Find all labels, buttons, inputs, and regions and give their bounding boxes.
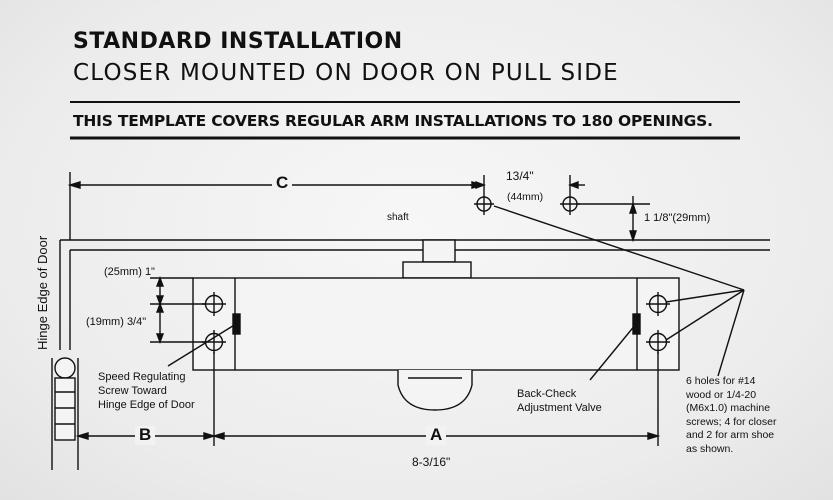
closer-body [192,277,680,371]
dim-b-label: B [135,425,156,445]
holes-leader-1 [493,205,745,291]
holes-leader-4 [717,289,745,377]
dim-hole-spacing: (19mm) 3/4" [86,316,147,328]
dim-b-arrow-left [75,432,89,440]
backcheck-valve [632,313,641,335]
closer-shaft [422,239,456,263]
hinge-barrel [54,377,76,441]
speed-valve [232,313,241,335]
dim-a-arrow-right [647,432,661,440]
dim-top-spacing-mm: (44mm) [507,191,544,203]
dim-body-height: (25mm) 1" [104,266,155,278]
page-subtitle: CLOSER MOUNTED ON DOOR ON PULL SIDE [73,60,619,86]
dim-c-arrow-left [67,181,81,189]
dim-a-label: A [426,425,447,445]
page-title: STANDARD INSTALLATION [73,29,403,54]
dim-a-value: 8-3/16" [412,455,451,469]
backcheck-leader [589,323,637,381]
holes-note: 6 holes for #14 wood or 1/4-20 (M6x1.0) … [686,375,777,455]
dim-top-spacing: 13/4" [506,169,534,183]
hinge-edge-label: Hinge Edge of Door [35,235,50,350]
dim-b-arrow-right [203,432,217,440]
speed-valve-leader [167,323,237,367]
coverage-note: THIS TEMPLATE COVERS REGULAR ARM INSTALL… [73,112,713,130]
closer-end-cap [397,370,473,411]
shaft-label: shaft [387,212,409,223]
dim-arm-offset: 1 1/8"(29mm) [644,212,711,224]
hinge-knuckle [54,357,76,379]
holes-leader-3 [665,289,745,341]
dim-c-label: C [272,173,293,193]
backcheck-label: Back-Check Adjustment Valve [517,388,602,414]
holes-leader-2 [665,289,745,303]
speed-valve-label: Speed Regulating Screw Toward Hinge Edge… [98,371,195,411]
dim-a-arrow-left [211,432,225,440]
